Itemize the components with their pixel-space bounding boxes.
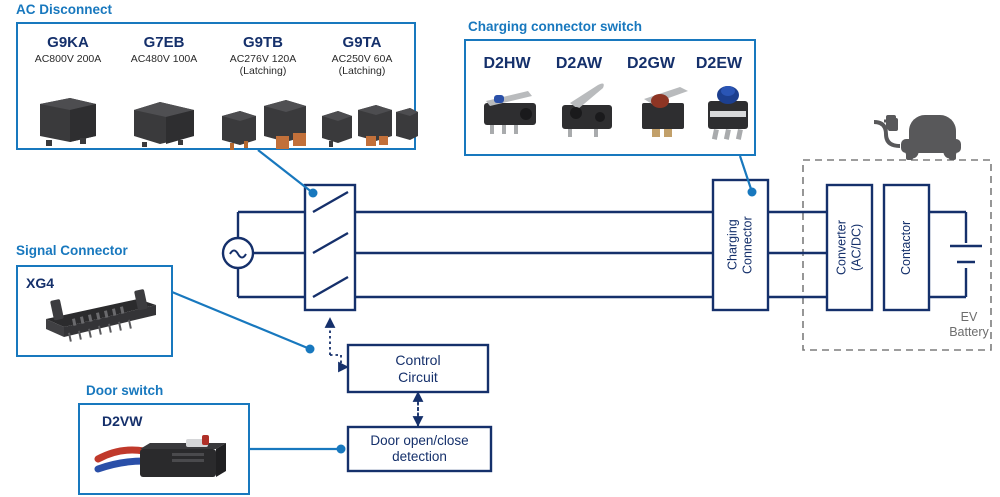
charging-connector-block [711,178,770,312]
evbat-line1: EV [960,310,978,324]
g9ta-relay-image [322,105,418,147]
cc-line2: Connector [740,216,755,274]
product-g9ka: G9KA AC800V 200A [18,34,118,65]
charging-connector-switch-title: Charging connector switch [468,19,643,34]
charging-connector-switch-panel: D2HW D2AW D2GW D2EW [464,39,756,156]
d2ew-switch-image [708,86,748,140]
ctrl-line1: Control [395,351,441,368]
door-line2: detection [392,449,447,464]
d2aw-switch-image [562,83,612,137]
ac-disconnect-product-images [40,98,418,150]
g9tb-name: G9TB [242,34,283,51]
callout-dots [305,187,757,454]
d2vw-switch-image [94,435,226,477]
d2hw-name: D2HW [483,55,531,72]
door-line1: Door open/close [370,432,469,448]
g7eb-spec: AC480V 100A [130,53,198,65]
evbat-line2: Battery [949,325,989,339]
converter-block [825,183,874,312]
xg4-connector-image [46,289,156,342]
g9tb-spec1: AC276V 120A [229,53,297,65]
d2ew-name: D2EW [695,55,743,72]
product-g7eb: G7EB AC480V 100A [114,34,214,65]
product-g9ta: G9TA AC250V 60A (Latching) [310,34,414,77]
g9ta-spec2: (Latching) [338,65,386,78]
d2gw-switch-image [642,87,688,137]
g9ta-spec1: AC250V 60A [331,53,393,65]
battery-wiring [929,210,982,299]
g9ta-name: G9TA [342,34,382,51]
conv-line2: (AC/DC) [849,223,864,272]
switch-poles [312,190,349,299]
signal-connector-title: Signal Connector [16,243,128,258]
g9tb-spec2: (Latching) [239,65,287,78]
g7eb-name: G7EB [143,34,185,51]
contactor-block [882,183,931,312]
g9ka-spec: AC800V 200A [34,53,102,65]
three-phase-bus [355,210,713,299]
ev-boundary-dashed [802,159,992,351]
cc-line1: Charging [725,219,740,271]
g9ka-relay-image [40,98,96,146]
xg4-name: XG4 [26,275,55,291]
door-detection-box [346,425,493,473]
product-g9tb: G9TB AC276V 120A (Latching) [210,34,316,77]
conv-line1: Converter [834,220,849,275]
signal-connector-panel: XG4 [16,265,173,357]
ac-source-icon [221,236,255,270]
ac-supply-wiring [236,210,305,299]
switch-product-images [484,83,748,140]
d2gw-name: D2GW [627,55,675,72]
door-switch-panel: D2VW [78,403,250,495]
door-switch-title: Door switch [86,383,164,398]
d2aw-name: D2AW [555,55,603,72]
d2hw-switch-image [484,91,536,134]
contactor-label: Contactor [899,220,913,275]
callout-leaders [171,149,754,451]
g9tb-relay-image [222,100,306,150]
ctrl-line2: Circuit [398,368,438,385]
g9ka-name: G9KA [47,34,89,51]
ev-charging-car-icon [873,115,961,160]
converter-label: Converter(AC/DC) [827,185,872,310]
d2vw-name: D2VW [102,413,143,429]
connector-to-converter-wires [768,210,827,299]
ac-disconnect-panel: G9KA AC800V 200A G7EB AC480V 100A G9TB A… [16,22,418,150]
control-circuit-box [346,343,490,394]
ac-disconnect-title: AC Disconnect [16,2,113,17]
g7eb-relay-image [134,102,194,147]
ac-disconnect-switch-block [303,183,357,312]
